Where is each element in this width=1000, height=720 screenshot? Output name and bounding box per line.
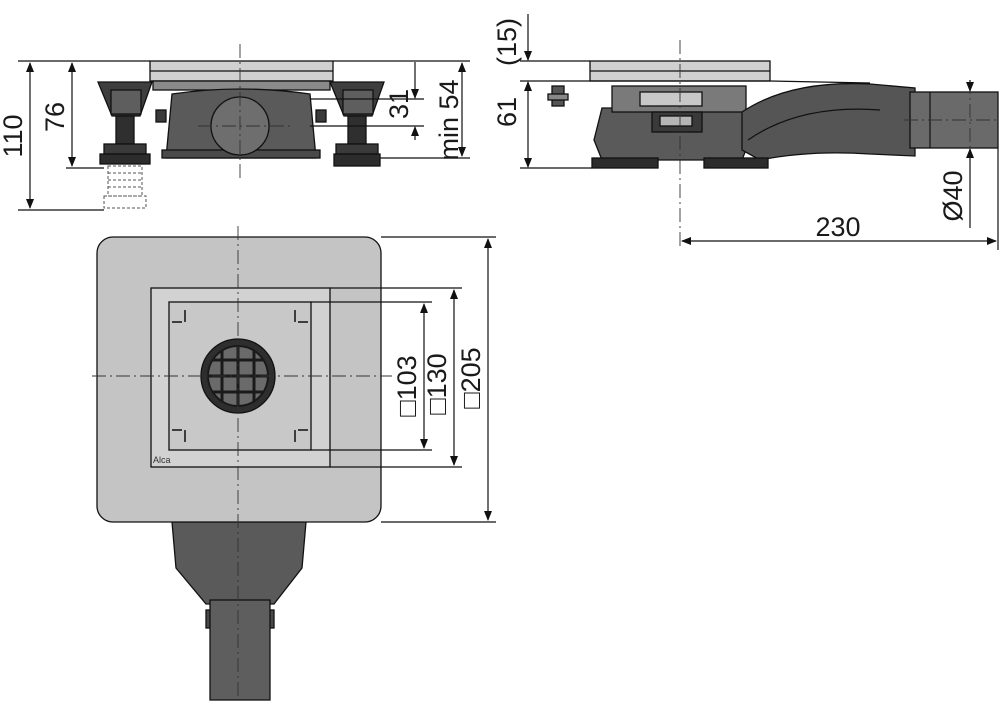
dim-side-height: 61 — [492, 97, 522, 127]
side-membrane — [538, 80, 871, 84]
front-view: 110 76 31 min 54 — [0, 44, 470, 211]
dim-min-height: min 54 — [434, 79, 464, 160]
top-outlet-pipe — [209, 599, 271, 701]
top-grate-slots — [172, 310, 308, 442]
top-outlet-body — [171, 521, 307, 605]
side-outlet-arm — [741, 82, 916, 161]
dim-grate: □103 — [392, 355, 422, 416]
dim-body-height: 76 — [40, 102, 70, 132]
dim-outlet-diameter: Ø40 — [938, 170, 968, 221]
dim-length: 230 — [815, 212, 860, 242]
dim-frame: □130 — [422, 353, 452, 414]
front-clip-right — [315, 109, 327, 123]
dim-flange: □205 — [456, 347, 486, 408]
dim-outlet-height: 31 — [384, 89, 414, 119]
dim-total-height: 110 — [0, 114, 28, 157]
front-screw-thread — [103, 165, 147, 209]
dim-tile-thickness: (15) — [492, 18, 522, 66]
side-view: (15) 61 230 Ø40 — [492, 14, 1000, 250]
brand-logo: Alca — [153, 455, 171, 465]
side-foot-right — [703, 157, 769, 169]
top-view: Alca □103 □130 □205 — [92, 226, 496, 701]
front-clip-left — [155, 109, 167, 123]
side-foot-left — [591, 157, 659, 169]
